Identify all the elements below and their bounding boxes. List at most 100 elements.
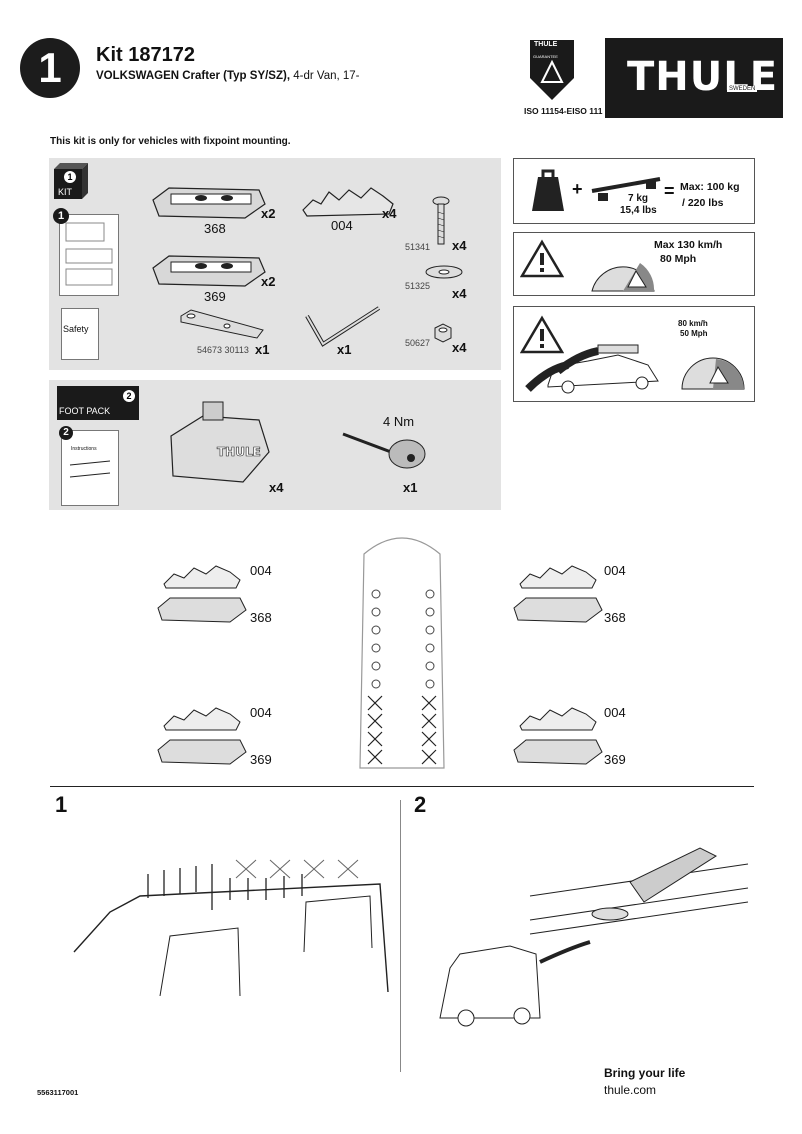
front-right-bottom-code: 368 bbox=[604, 610, 626, 625]
foot-qty: x4 bbox=[269, 480, 284, 495]
front-left-bottom-code: 368 bbox=[250, 610, 272, 625]
part-369-code: 369 bbox=[204, 289, 226, 304]
kit-panel: 1 KIT 1 Safety x2 368 x4 004 51341 x4 x2… bbox=[49, 158, 501, 370]
bar-weight: 7 kg bbox=[628, 193, 649, 204]
weight-icon bbox=[528, 169, 568, 218]
part-51341-qty: x4 bbox=[452, 238, 467, 253]
guarantee-sublabel: GUARANTEE bbox=[533, 54, 558, 59]
crosswind-kmh: 80 km/h bbox=[678, 319, 708, 328]
speedometer-icon-2 bbox=[680, 341, 746, 396]
step-one-illustration bbox=[70, 856, 390, 1001]
crosswind-box: 80 km/h 50 Mph bbox=[513, 306, 755, 402]
foot-pack-tag: 2 FOOT PACK bbox=[57, 386, 139, 420]
kit-tag-number-badge: 1 bbox=[64, 171, 76, 183]
part-54673-code: 54673 30113 bbox=[197, 345, 249, 355]
kit-title: Kit 187172 bbox=[96, 44, 195, 66]
step-number: 1 bbox=[38, 44, 62, 91]
section-divider bbox=[50, 786, 754, 787]
foot-pack-manual-number: 2 bbox=[63, 427, 69, 438]
equals-sign: = bbox=[664, 181, 675, 201]
allen-key-qty: x1 bbox=[337, 342, 352, 357]
bar-weight-lbs: 15,4 lbs bbox=[620, 205, 657, 216]
kit-tag-number: 1 bbox=[67, 172, 73, 182]
fixpoint-front-left bbox=[154, 562, 254, 629]
max-load-lbs: / 220 lbs bbox=[682, 197, 724, 209]
foot-illustration: THULE bbox=[163, 396, 273, 491]
foot-pack-manual-number-badge: 2 bbox=[59, 426, 73, 440]
step-number-badge: 1 bbox=[20, 38, 80, 98]
part-368-code: 368 bbox=[204, 221, 226, 236]
nut-illustration bbox=[431, 322, 455, 349]
rear-left-bottom-code: 369 bbox=[250, 752, 272, 767]
car-with-load-icon bbox=[518, 325, 668, 404]
max-speed-kmh: Max 130 km/h bbox=[654, 239, 723, 251]
crosswind-mph: 50 Mph bbox=[680, 329, 708, 338]
step-two-number: 2 bbox=[414, 792, 427, 817]
foot-pack-panel: 2 FOOT PACK 2 Instructions THULE x4 4 Nm… bbox=[49, 380, 501, 510]
guarantee-label: THULE bbox=[534, 41, 558, 48]
doc-number: 5563117001 bbox=[37, 1088, 79, 1097]
safety-label: Safety bbox=[63, 324, 89, 334]
kit-manual-number-badge: 1 bbox=[53, 208, 69, 224]
svg-text:THULE: THULE bbox=[217, 445, 261, 459]
warning-triangle-icon-2 bbox=[519, 315, 565, 360]
kit-manual-doc bbox=[59, 214, 119, 296]
fixpoint-rear-right bbox=[510, 704, 610, 771]
part-54673-qty: x1 bbox=[255, 342, 270, 357]
roof-bars-icon bbox=[586, 171, 666, 210]
part-368-illustration bbox=[149, 180, 269, 227]
load-capacity-box: + 7 kg 15,4 lbs = Max: 100 kg / 220 lbs bbox=[513, 158, 755, 224]
part-50627-code: 50627 bbox=[405, 338, 431, 348]
kit-tag-label: KIT bbox=[58, 187, 73, 197]
van-top-view bbox=[350, 528, 454, 779]
fixpoint-rear-left bbox=[154, 704, 254, 771]
rear-right-bottom-code: 369 bbox=[604, 752, 626, 767]
speedometer-icon bbox=[588, 241, 658, 298]
part-50627-qty: x4 bbox=[452, 340, 467, 355]
front-left-top-code: 004 bbox=[250, 563, 272, 578]
foot-pack-manual-doc bbox=[61, 430, 119, 506]
max-load: Max: 100 kg bbox=[680, 181, 740, 193]
rear-right-top-code: 004 bbox=[604, 705, 626, 720]
part-51325-qty: x4 bbox=[452, 286, 467, 301]
plus-sign: + bbox=[572, 179, 583, 199]
part-51341-code: 51341 bbox=[405, 242, 431, 252]
vehicle-type: 4-dr Van, 17- bbox=[290, 70, 360, 82]
part-004-code: 004 bbox=[331, 218, 353, 233]
part-369-qty: x2 bbox=[261, 274, 276, 289]
front-right-top-code: 004 bbox=[604, 563, 626, 578]
bolt-illustration bbox=[431, 196, 451, 251]
fixpoint-front-right bbox=[510, 562, 610, 629]
part-51325-code: 51325 bbox=[405, 281, 431, 291]
plate-illustration bbox=[177, 308, 267, 345]
brand-name: THULE bbox=[627, 54, 779, 100]
foot-pack-tag-label: FOOT PACK bbox=[59, 406, 111, 416]
part-369-illustration bbox=[149, 248, 269, 295]
brand-sub: SWEDEN bbox=[727, 86, 758, 92]
brand-logo: THULE SWEDEN bbox=[605, 38, 783, 118]
foot-pack-tag-number: 2 bbox=[126, 391, 132, 401]
website: thule.com bbox=[604, 1083, 657, 1097]
foot-pack-manual-text: Instructions bbox=[71, 446, 97, 452]
kit-tag-box: 1 KIT bbox=[54, 163, 88, 199]
step-one-number: 1 bbox=[55, 792, 68, 817]
max-speed-mph: 80 Mph bbox=[660, 253, 697, 265]
torque-label: 4 Nm bbox=[383, 414, 415, 429]
part-368-qty: x2 bbox=[261, 206, 276, 221]
part-004-illustration bbox=[299, 180, 399, 225]
iso-text: ISO 11154-EISO 111 bbox=[524, 106, 603, 116]
vehicle-line: VOLKSWAGEN Crafter (Typ SY/SZ), 4-dr Van… bbox=[96, 70, 360, 82]
guarantee-shield-icon bbox=[528, 38, 576, 106]
step-divider bbox=[400, 800, 401, 1072]
warning-triangle-icon bbox=[519, 239, 565, 284]
tagline: Bring your life bbox=[604, 1066, 686, 1080]
vehicle-name: VOLKSWAGEN Crafter (Typ SY/SZ), bbox=[96, 70, 291, 82]
allen-key-icon bbox=[303, 304, 383, 359]
part-004-qty: x4 bbox=[382, 206, 397, 221]
step-two-illustration bbox=[430, 842, 750, 1037]
safety-doc bbox=[61, 308, 99, 360]
fixpoint-note: This kit is only for vehicles with fixpo… bbox=[50, 136, 291, 147]
torque-tool-qty: x1 bbox=[403, 480, 418, 495]
kit-manual-number: 1 bbox=[57, 210, 65, 222]
washer-illustration bbox=[424, 264, 464, 285]
